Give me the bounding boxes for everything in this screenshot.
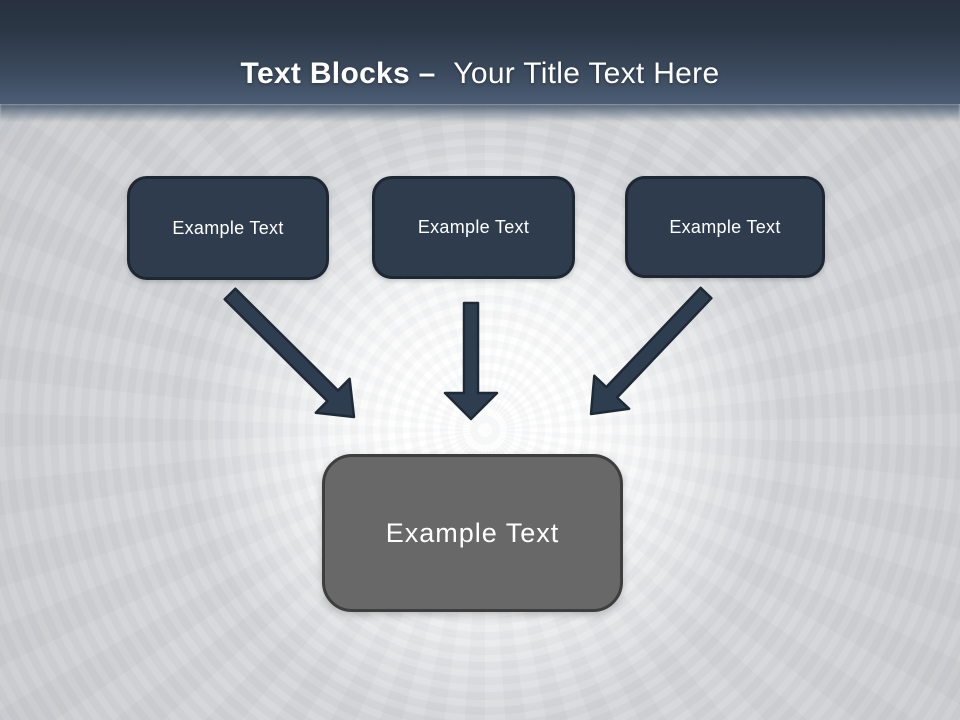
text-block-1-label: Example Text xyxy=(172,217,284,238)
title-bar: Text Blocks – Your Title Text Here xyxy=(0,0,960,104)
title-primary: Text Blocks – xyxy=(240,57,436,90)
text-block-1: Example Text xyxy=(127,176,329,280)
title-bar-fade xyxy=(0,104,960,122)
text-block-3-label: Example Text xyxy=(669,216,781,237)
text-block-2-label: Example Text xyxy=(417,217,530,237)
title-secondary: Your Title Text Here xyxy=(453,57,720,90)
result-block-label: Example Text xyxy=(385,517,560,548)
text-block-2: Example Text xyxy=(372,176,575,279)
page-title: Text Blocks – Your Title Text Here xyxy=(0,56,960,92)
text-block-3: Example Text xyxy=(625,176,825,278)
result-block: Example Text xyxy=(322,454,623,612)
